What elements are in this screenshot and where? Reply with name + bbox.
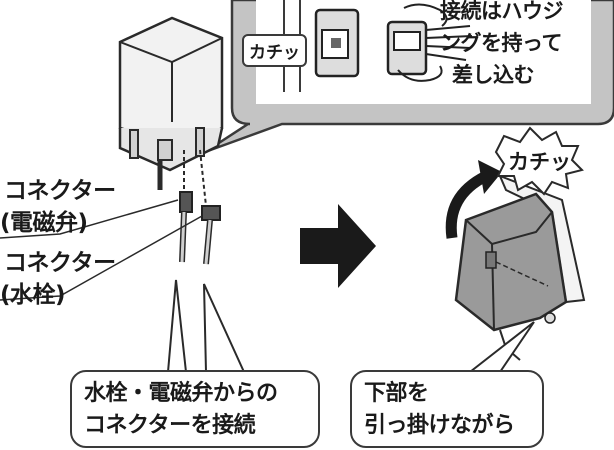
connector-faucet-label-2: (水栓) — [0, 282, 66, 308]
zoom-panel — [204, 0, 614, 154]
connector-solenoid-label-2: (電磁弁) — [0, 210, 88, 236]
hook-callout-line2: 引っ掛けながら — [364, 413, 515, 438]
connector-solenoid-label-1: コネクター — [4, 178, 116, 204]
connector-faucet-label-1: コネクター — [4, 250, 116, 276]
connect-callout-line2: コネクターを接続 — [84, 413, 256, 438]
right-arrow-icon — [300, 204, 376, 288]
callout-pointer-2 — [203, 283, 246, 373]
hook-callout: 下部を 引っ掛けながら — [350, 370, 544, 448]
connect-callout-line1: 水栓・電磁弁からの — [84, 381, 278, 406]
mounting-box — [454, 174, 586, 361]
curved-arrow-icon — [445, 160, 502, 239]
callout-pointer-1 — [166, 279, 188, 373]
zoom-text-line1: 接続はハウジ — [440, 0, 564, 23]
kachi-burst-label: カチッ — [508, 150, 571, 174]
kachi-burst — [494, 126, 584, 196]
faucet-unit — [118, 16, 224, 265]
kachi-tag: カチッ — [242, 34, 307, 67]
callout-pointer-3 — [467, 321, 535, 373]
leader-solenoid — [0, 199, 179, 239]
connect-callout: 水栓・電磁弁からの コネクターを接続 — [70, 370, 320, 448]
zoom-text-line3: 差し込む — [452, 63, 535, 87]
zoom-text-line2: ングを持って — [440, 31, 562, 55]
hook-callout-line1: 下部を — [364, 381, 429, 406]
leader-faucet — [0, 215, 203, 301]
